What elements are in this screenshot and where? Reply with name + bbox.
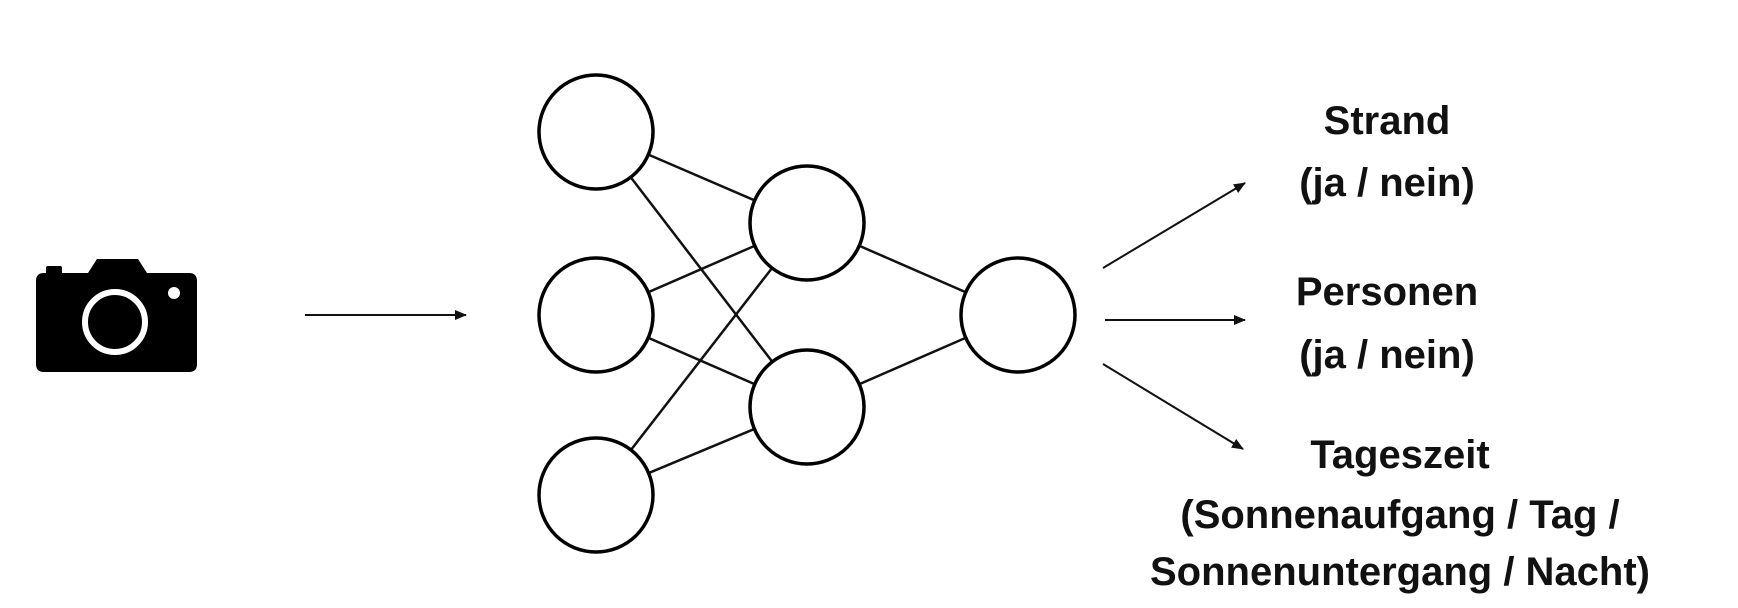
output-title-personen: Personen — [1296, 270, 1478, 314]
output-title-strand: Strand — [1324, 99, 1451, 143]
network-nodes — [537, 73, 1077, 554]
input-node-1 — [537, 73, 655, 191]
camera-icon — [36, 259, 197, 372]
hidden-node-2 — [748, 348, 866, 466]
hidden-node-1 — [748, 164, 866, 282]
output-arrow-tageszeit — [1102, 363, 1244, 450]
output-options-strand: (ja / nein) — [1299, 161, 1475, 205]
output-options-personen: (ja / nein) — [1299, 333, 1475, 377]
input-node-3 — [537, 436, 655, 554]
output-title-tageszeit: Tageszeit — [1310, 433, 1489, 477]
output-options-tageszeit-line1: (Sonnenaufgang / Tag / — [1180, 493, 1619, 537]
output-node — [959, 256, 1077, 374]
input-node-2 — [537, 256, 655, 374]
output-options-tageszeit-line2: Sonnenuntergang / Nacht) — [1150, 550, 1650, 594]
output-arrow-strand — [1102, 182, 1246, 269]
